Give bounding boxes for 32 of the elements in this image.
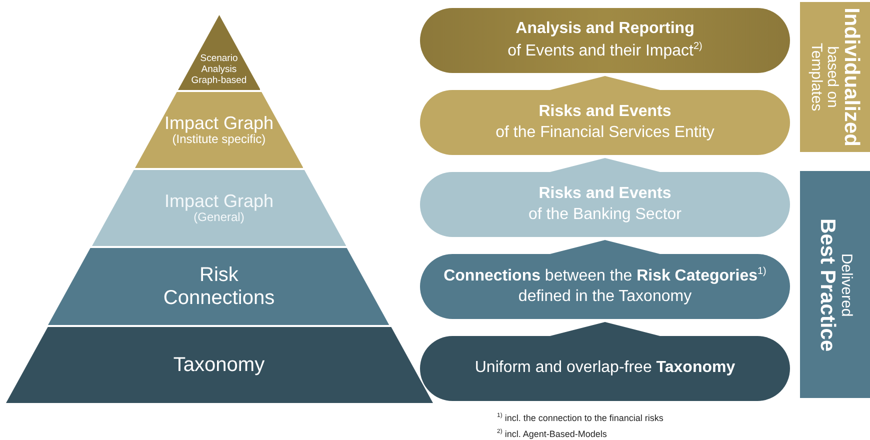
pyramid-layer — [178, 15, 260, 90]
chevron-arrow — [550, 76, 660, 90]
pyramid-layer — [6, 327, 432, 403]
band-label: Best Practice — [816, 218, 838, 352]
side-band — [800, 171, 870, 398]
layer-label: Impact Graph — [164, 112, 274, 134]
band-label: Delivered — [838, 252, 854, 316]
chevron-arrow — [550, 158, 660, 172]
stage-title: Risks and Events — [538, 102, 672, 122]
chevron-arrow — [550, 322, 660, 336]
stage-title: Risks and Events — [538, 184, 672, 204]
chevron-arrow — [550, 240, 660, 254]
stage-text: of Events and their Impact$^{2)}$ — [508, 40, 702, 62]
layer-label: Taxonomy — [173, 354, 265, 376]
footnote: $^{1)}$ incl. the connection to the financial risks — [497, 412, 664, 425]
layer-label: Scenario Analysis Graph-based — [190, 54, 248, 87]
layer-label: (General) — [194, 211, 244, 226]
stage-text: Connections between the Risk Categories$^{1)}$ defined in the Taxonomy — [442, 265, 768, 308]
pyramid-layer — [48, 248, 390, 325]
layer-label: (Institute specific) — [172, 133, 266, 148]
stage-text: of the Financial Services Entity — [496, 122, 714, 142]
pyramid-layer — [134, 92, 304, 168]
side-band — [800, 2, 870, 152]
layer-label: Impact Graph — [164, 190, 274, 212]
band-label: based on Templates — [808, 42, 840, 114]
band-label: Individualized — [840, 8, 862, 146]
layer-label: Risk Connections — [162, 264, 276, 310]
footnote: $^{2)}$ incl. Agent-Based-Models — [497, 428, 608, 440]
stage-text: of the Banking Sector — [528, 204, 682, 224]
pyramid-layer — [92, 170, 346, 246]
stage-text: Uniform and overlap-free Taxonomy — [474, 358, 736, 378]
stage-title: Analysis and Reporting — [516, 19, 694, 40]
